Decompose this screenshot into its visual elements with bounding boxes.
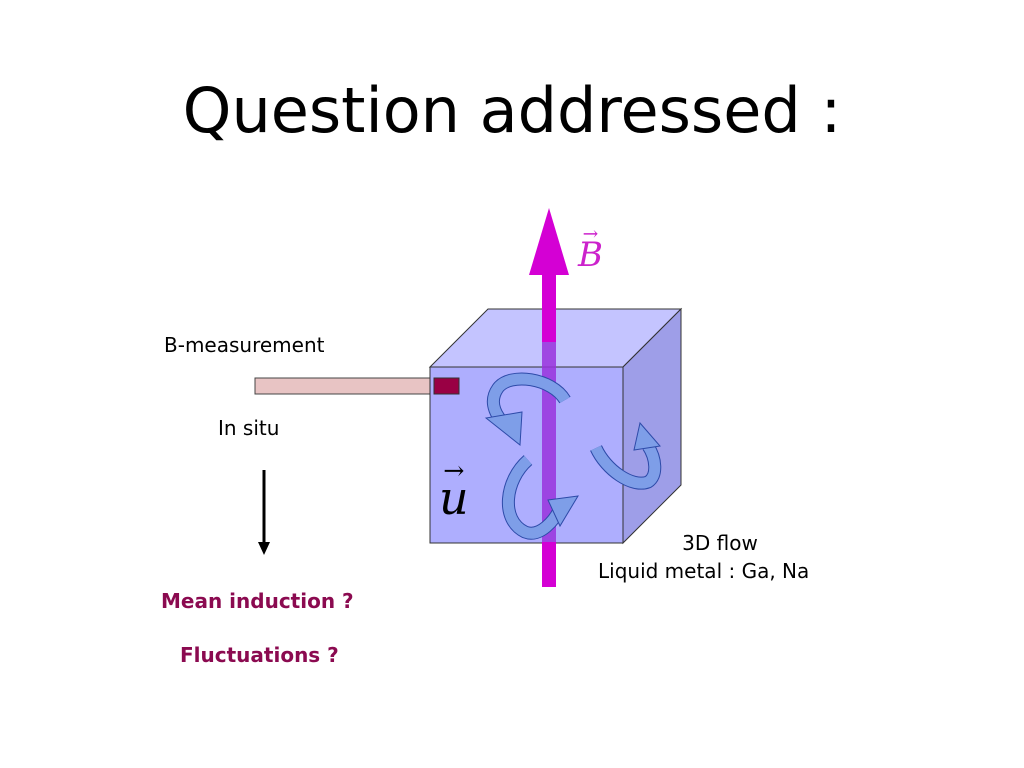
b-measurement-label: B-measurement bbox=[164, 333, 325, 357]
circulation-arrow-icon bbox=[590, 421, 662, 490]
down-arrow-icon bbox=[258, 470, 270, 555]
flow-label-line1: 3D flow bbox=[682, 531, 758, 555]
cube-front-face bbox=[429, 366, 624, 544]
fluctuations-question: Fluctuations ? bbox=[180, 643, 339, 667]
probe-rod bbox=[254, 377, 436, 395]
vector-arrow-icon: → bbox=[443, 456, 465, 486]
probe-tip bbox=[433, 377, 460, 395]
circulation-arrow-icon bbox=[484, 372, 571, 446]
slide-title: Question addressed : bbox=[182, 74, 842, 147]
in-situ-label: In situ bbox=[218, 416, 280, 440]
magnetic-field-label: → B bbox=[578, 223, 603, 275]
circulation-arrow-icon bbox=[502, 455, 579, 540]
flow-label-line2: Liquid metal : Ga, Na bbox=[598, 559, 810, 583]
velocity-label: → u bbox=[439, 456, 469, 526]
mean-induction-question: Mean induction ? bbox=[161, 589, 354, 613]
vector-arrow-icon: → bbox=[582, 223, 599, 245]
